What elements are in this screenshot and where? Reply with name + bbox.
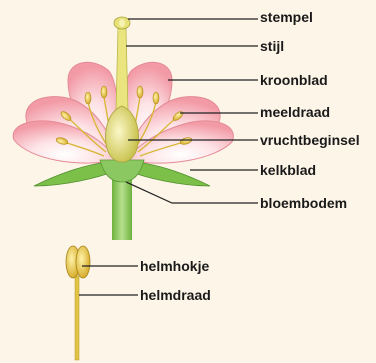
detail-anther-right: [76, 246, 90, 278]
label-kroonblad: kroonblad: [260, 72, 328, 88]
label-stempel: stempel: [260, 9, 313, 25]
label-stijl: stijl: [260, 38, 284, 54]
label-helmdraad: helmdraad: [140, 287, 211, 303]
label-kelkblad: kelkblad: [260, 162, 316, 178]
label-meeldraad: meeldraad: [260, 104, 330, 120]
label-bloembodem: bloembodem: [260, 195, 347, 211]
stem: [112, 178, 132, 240]
detail-filament: [75, 276, 79, 360]
label-vruchtbeginsel: vruchtbeginsel: [260, 132, 360, 148]
pistil-style: [116, 28, 128, 112]
label-helmhokje: helmhokje: [140, 258, 209, 274]
receptacle: [100, 160, 144, 182]
